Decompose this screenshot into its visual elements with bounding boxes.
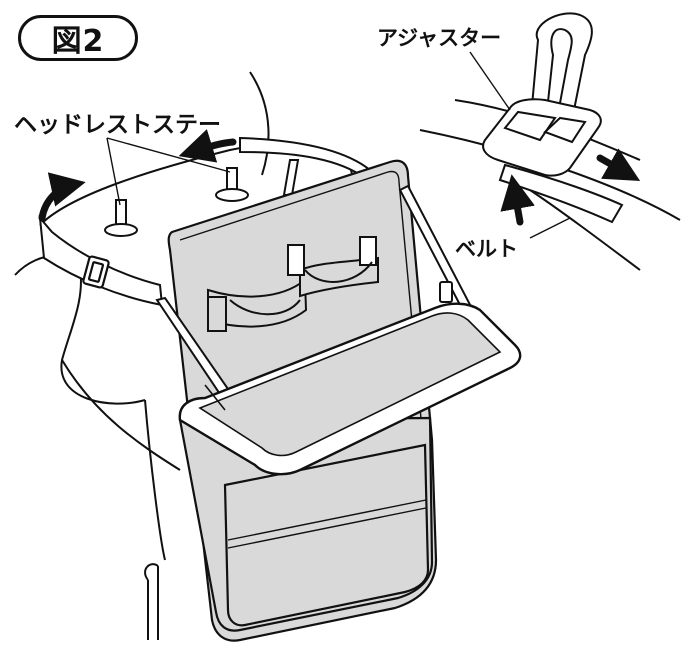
rotation-arrows <box>38 129 237 222</box>
label-leaders <box>469 51 571 239</box>
adjuster-label: アジャスター <box>377 26 502 50</box>
bottom-hook <box>144 563 159 640</box>
adjust-direction-arrows <box>500 148 641 226</box>
stay-leader-lines <box>106 137 231 206</box>
cup-holder-bands <box>207 236 379 332</box>
fold-out-tray <box>178 302 522 476</box>
headrest-strap <box>38 136 372 307</box>
belt-label: ベルト <box>455 237 518 261</box>
headrest-stay-label: ヘッドレストステー <box>14 112 221 138</box>
figure-number-badge: 図2 <box>18 15 138 61</box>
headrest-stays <box>104 167 249 237</box>
strap-buckle <box>82 255 110 289</box>
adjuster-detail <box>419 12 681 271</box>
